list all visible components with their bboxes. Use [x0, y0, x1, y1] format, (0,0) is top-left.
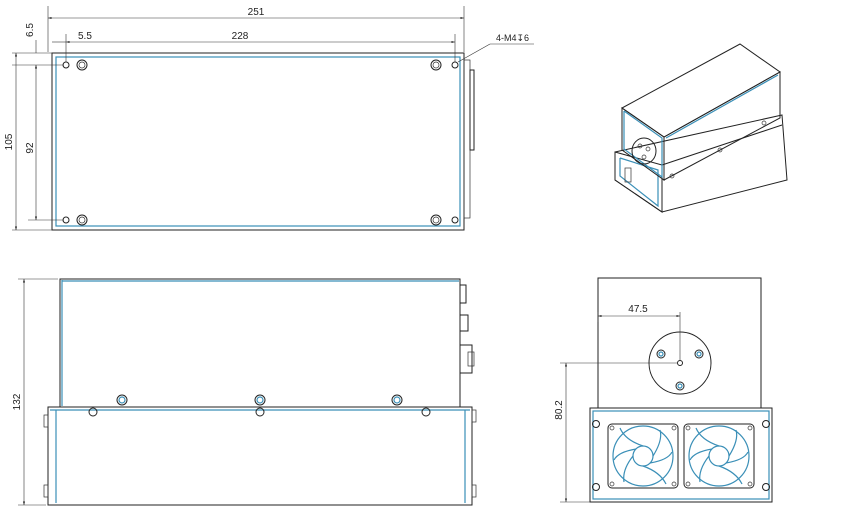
dim-front-center-height: 80.2 — [554, 400, 565, 420]
dim-hole-edge: 5.5 — [78, 31, 92, 42]
hole-spec-label: 4-M4↧6 — [496, 33, 529, 43]
side-view: 132 — [12, 278, 477, 506]
dim-side-height: 132 — [12, 393, 23, 410]
dim-top-length: 251 — [248, 7, 265, 18]
dim-front-hole-offset: 47.5 — [628, 304, 648, 315]
top-view: 251 228 5.5 6.5 105 92 4-M4↧6 — [4, 6, 534, 231]
side-screws — [88, 394, 431, 417]
mount-holes-top — [62, 59, 459, 226]
front-view: 47.5 80.2 — [554, 277, 773, 503]
fan-right — [683, 423, 755, 489]
dim-hole-vspan: 92 — [25, 142, 36, 154]
dim-top-offset: 6.5 — [25, 23, 36, 37]
isometric-view — [614, 43, 788, 213]
dim-hole-span: 228 — [232, 31, 249, 42]
fan-left — [607, 423, 679, 489]
dim-top-height: 105 — [4, 133, 15, 150]
